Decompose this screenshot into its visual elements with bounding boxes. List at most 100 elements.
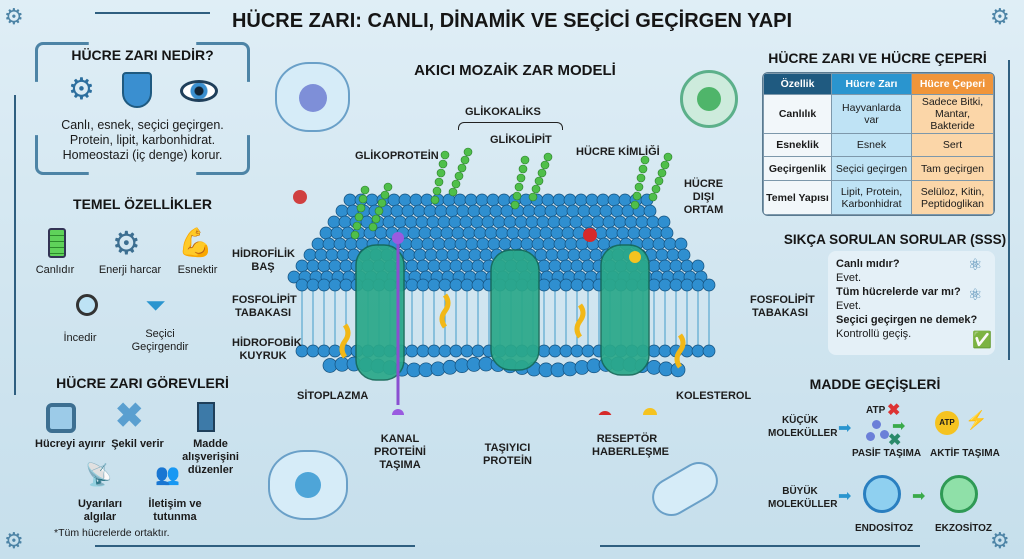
- atp-badge: ATP: [935, 411, 959, 435]
- phospholipid-head: [464, 193, 478, 207]
- phospholipid-head: [489, 204, 503, 218]
- feature-label: Esnektir: [177, 264, 218, 276]
- phospholipid-head: [343, 193, 357, 207]
- sugar-bead: [354, 212, 364, 222]
- what-is-line: Homeostazi (iç denge) korur.: [62, 148, 223, 162]
- phospholipid-head: [427, 259, 441, 273]
- sugar-bead: [632, 191, 642, 201]
- sugar-bead: [432, 186, 442, 196]
- solute-particle: [392, 232, 404, 244]
- phospholipid-head: [627, 226, 641, 240]
- phospholipid-head: [295, 278, 309, 292]
- phospholipid-head: [449, 259, 463, 273]
- cholesterol-molecule: [439, 293, 451, 329]
- phospholipid-head: [542, 237, 556, 251]
- phospholipid-head: [393, 215, 407, 229]
- phospholipid-head: [559, 344, 573, 358]
- faq-answer: Evet.: [836, 300, 862, 312]
- phospholipid-head: [471, 278, 485, 292]
- phospholipid-head: [539, 226, 553, 240]
- green-cell-icon: [680, 70, 738, 128]
- table-cell: Lipit, Protein, Karbonhidrat: [831, 180, 912, 215]
- phospholipid-head: [330, 226, 344, 240]
- table-cell: Esneklik: [763, 133, 832, 157]
- phospholipid-head: [702, 278, 716, 292]
- signal-molecule: [643, 408, 657, 415]
- sugar-bead: [663, 152, 673, 162]
- table-cell: Temel Yapısı: [763, 180, 832, 215]
- phospholipid-head: [322, 237, 336, 251]
- faq-answer: Evet.: [836, 272, 862, 284]
- door-icon: [197, 402, 215, 432]
- phospholipid-head: [415, 215, 429, 229]
- solute-particle: [392, 409, 404, 415]
- sugar-bead: [380, 190, 390, 200]
- x-shape-icon: ✖: [115, 397, 144, 435]
- table-cell: Esnek: [831, 133, 912, 157]
- atp-label: ATP: [866, 405, 886, 416]
- sugar-bead: [438, 159, 448, 169]
- shield-icon: [122, 72, 153, 108]
- phospholipid-head: [437, 215, 451, 229]
- sugar-bead: [638, 164, 648, 174]
- column-header: Hücre Çeperi: [911, 73, 994, 95]
- phospholipid-head: [457, 248, 471, 262]
- phospholipid-head: [596, 193, 610, 207]
- phospholipid-head: [481, 215, 495, 229]
- glycocalyx-bracket: [458, 122, 563, 130]
- sugar-bead: [430, 195, 440, 205]
- sugar-bead: [651, 184, 661, 194]
- sugar-bead: [636, 173, 646, 183]
- function-label: İletişim ve tutunma: [148, 498, 202, 523]
- phospholipid-head: [459, 215, 473, 229]
- gear-icon: ⚙: [990, 4, 1010, 29]
- animal-cell-icon: [268, 450, 348, 520]
- phospholipid-head: [462, 226, 476, 240]
- phospholipid-head: [569, 215, 583, 229]
- phospholipid-head: [548, 278, 562, 292]
- sugar-bead: [358, 194, 368, 204]
- atom-icon: ⚛: [968, 287, 983, 304]
- phospholipid-head: [635, 215, 649, 229]
- phospholipid-head: [409, 193, 423, 207]
- phospholipid-head: [591, 215, 605, 229]
- phospholipid-head: [333, 237, 347, 251]
- phospholipid-head: [325, 248, 339, 262]
- table-cell: Tam geçirgen: [911, 156, 994, 181]
- transmembrane-protein: [600, 244, 650, 376]
- phospholipid-head: [460, 278, 474, 292]
- phospholipid-head: [660, 226, 674, 240]
- function-label: Madde alışverişini düzenler: [182, 438, 239, 476]
- phospholipid-head: [423, 204, 437, 218]
- phospholipid-head: [641, 237, 655, 251]
- transmembrane-protein: [490, 249, 540, 371]
- phospholipid-head: [328, 278, 342, 292]
- sugar-bead: [360, 185, 370, 195]
- label-glycolipid: GLİKOLİPİT: [490, 134, 552, 146]
- phospholipid-head: [336, 248, 350, 262]
- sugar-bead: [374, 206, 384, 216]
- sugar-bead: [350, 230, 360, 240]
- label-glycoprotein: GLİKOPROTEİN: [355, 150, 439, 162]
- phospholipid-head: [427, 344, 441, 358]
- model-heading: AKICI MOZAİK ZAR MODELİ: [414, 62, 616, 79]
- phospholipid-head: [478, 204, 492, 218]
- arrow-icon: ➡: [892, 418, 906, 435]
- sugar-bead: [510, 200, 520, 210]
- phospholipid-head: [438, 278, 452, 292]
- phospholipid-head: [514, 215, 528, 229]
- phospholipid-head: [552, 193, 566, 207]
- phospholipid-head: [443, 237, 457, 251]
- phospholipid-head: [429, 226, 443, 240]
- phospholipid-head: [537, 259, 551, 273]
- phospholipid-head: [498, 237, 512, 251]
- sugar-bead: [520, 155, 530, 165]
- frame-line: [95, 12, 210, 14]
- faq-question: Canlı mıdır?: [836, 258, 900, 270]
- phospholipid-head: [448, 215, 462, 229]
- phospholipid-head: [413, 248, 427, 262]
- phospholipid-head: [567, 248, 581, 262]
- phospholipid-head: [646, 215, 660, 229]
- sugar-bead: [383, 182, 393, 192]
- phospholipid-head: [599, 204, 613, 218]
